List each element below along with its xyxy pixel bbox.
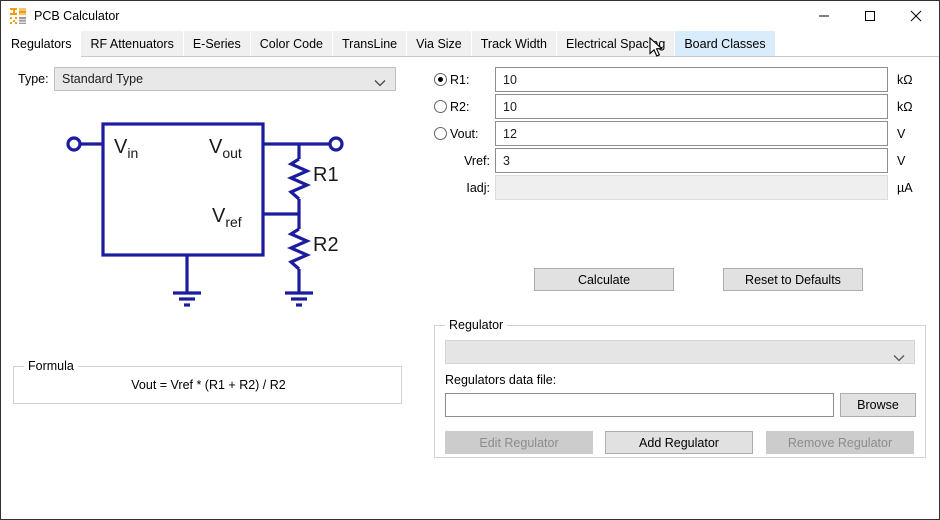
reset-to-defaults-button[interactable]: Reset to Defaults — [723, 268, 863, 291]
unit-iadj: µA — [897, 180, 913, 195]
type-row: Type: Standard Type — [18, 67, 398, 91]
field-row-vout: Vout: 12 V — [434, 121, 931, 146]
unit-r2: kΩ — [897, 99, 913, 114]
calculator-grid-icon — [10, 8, 26, 24]
regulators-data-file-input[interactable] — [445, 393, 834, 417]
tab-electrical-spacing[interactable]: Electrical Spacing — [556, 31, 676, 57]
maximize-icon[interactable] — [847, 1, 893, 31]
field-row-r1: R1: 10 kΩ — [434, 67, 931, 92]
window-title: PCB Calculator — [34, 9, 120, 23]
chevron-down-icon — [374, 76, 386, 90]
tab-underline — [2, 56, 939, 57]
tab-transline[interactable]: TransLine — [333, 31, 408, 57]
tab-via-size[interactable]: Via Size — [407, 31, 472, 57]
minimize-icon[interactable] — [801, 1, 847, 31]
formula-group: Formula Vout = Vref * (R1 + R2) / R2 — [13, 359, 402, 404]
browse-button[interactable]: Browse — [840, 393, 916, 417]
type-select[interactable]: Standard Type — [54, 67, 396, 91]
remove-regulator-button: Remove Regulator — [766, 431, 914, 454]
input-r2[interactable]: 10 — [495, 94, 888, 119]
field-row-r2: R2: 10 kΩ — [434, 94, 931, 119]
regulators-data-file-label: Regulators data file: — [445, 373, 557, 387]
calculate-button[interactable]: Calculate — [534, 268, 674, 291]
edit-regulator-button: Edit Regulator — [445, 431, 593, 454]
tab-track-width[interactable]: Track Width — [471, 31, 557, 57]
schematic-label-vin: Vin — [114, 136, 138, 161]
type-label: Type: — [18, 72, 49, 86]
label-vref: Vref: — [464, 153, 490, 168]
tab-color-code[interactable]: Color Code — [250, 31, 333, 57]
regulator-group: Regulator Regulators data file: Browse E… — [434, 318, 926, 458]
schematic-label-vout: Vout — [209, 136, 242, 161]
formula-group-title: Formula — [24, 359, 78, 373]
label-vout: Vout: — [450, 126, 479, 141]
unit-r1: kΩ — [897, 72, 913, 87]
chevron-down-icon — [893, 349, 905, 367]
label-r2: R2: — [450, 99, 470, 114]
radio-vout[interactable] — [434, 127, 447, 140]
regulator-select[interactable] — [445, 340, 915, 364]
tab-board-classes[interactable]: Board Classes — [675, 31, 776, 57]
formula-text: Vout = Vref * (R1 + R2) / R2 — [131, 378, 286, 392]
add-regulator-button[interactable]: Add Regulator — [605, 431, 753, 454]
tab-rf-attenuators[interactable]: RF Attenuators — [81, 31, 184, 57]
type-select-value: Standard Type — [62, 72, 144, 86]
radio-r1[interactable] — [434, 73, 447, 86]
field-row-iadj: Iadj: µA — [434, 175, 931, 200]
close-icon[interactable] — [893, 1, 939, 31]
radio-r2[interactable] — [434, 100, 447, 113]
regulator-schematic: Vin Vout Vref R1 R2 — [2, 101, 412, 321]
schematic-label-r2: R2 — [313, 234, 339, 256]
schematic-label-vref: Vref — [212, 205, 242, 230]
input-vref[interactable]: 3 — [495, 148, 888, 173]
unit-vout: V — [897, 126, 906, 141]
regulator-group-title: Regulator — [445, 318, 508, 332]
input-iadj — [495, 175, 888, 200]
label-iadj: Iadj: — [466, 180, 490, 195]
tab-regulators[interactable]: Regulators — [2, 31, 82, 57]
title-bar: PCB Calculator — [1, 1, 939, 31]
schematic-label-r1: R1 — [313, 164, 339, 186]
input-vout[interactable]: 12 — [495, 121, 888, 146]
tab-e-series[interactable]: E-Series — [183, 31, 251, 57]
tab-content-regulators: Type: Standard Type — [2, 57, 939, 519]
unit-vref: V — [897, 153, 906, 168]
input-r1[interactable]: 10 — [495, 67, 888, 92]
tab-underline-gap — [2, 56, 81, 57]
label-r1: R1: — [450, 72, 470, 87]
